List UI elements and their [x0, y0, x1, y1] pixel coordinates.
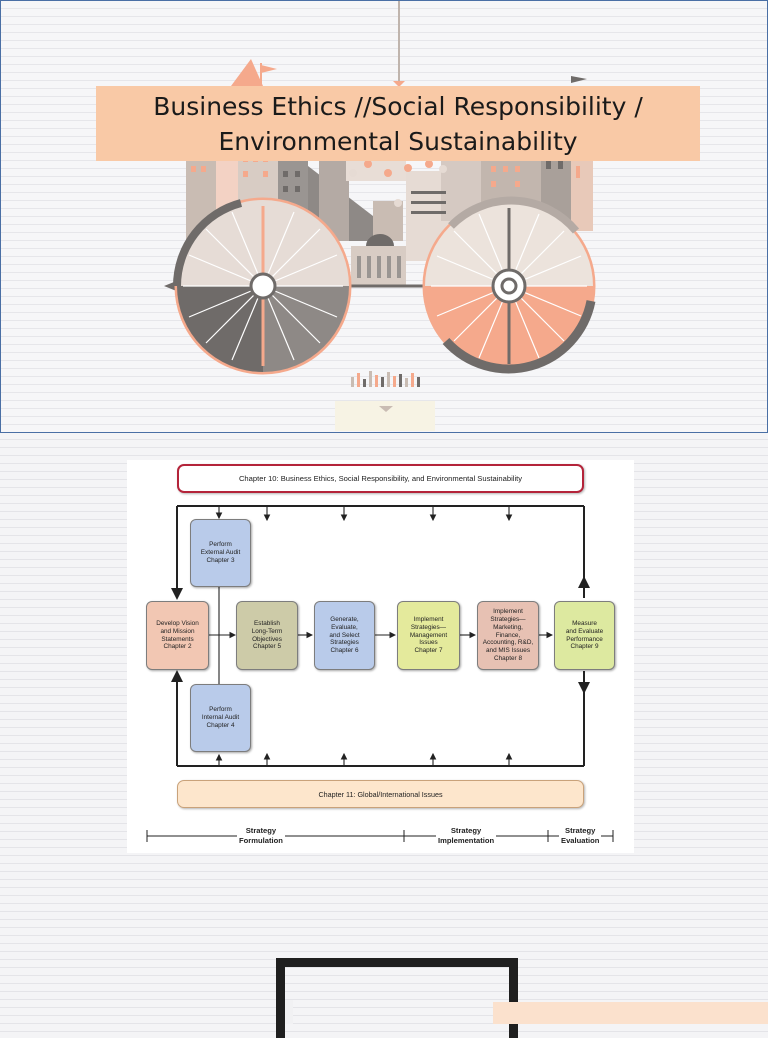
title-slide: Business Ethics //Social Responsibility … — [0, 0, 768, 433]
footer-bars — [335, 371, 435, 431]
measure-performance-box: Measure and Evaluate Performance Chapter… — [554, 601, 615, 670]
implement-management-box: Implement Strategies— Management Issues … — [397, 601, 460, 670]
diagram-connectors — [146, 505, 614, 842]
title-line-2: Environmental Sustainability — [218, 126, 578, 156]
phase-formulation: Strategy Formulation — [237, 826, 285, 845]
implement-marketing-box: Implement Strategies— Marketing, Finance… — [477, 601, 539, 670]
chapter-11-banner: Chapter 11: Global/International Issues — [177, 780, 584, 808]
right-wheel — [422, 196, 596, 374]
next-slide-frame-gap — [285, 1000, 293, 1024]
city-bicycle-illustration — [164, 1, 596, 431]
vision-mission-box: Develop Vision and Mission Statements Ch… — [146, 601, 209, 670]
next-slide-accent — [493, 1002, 768, 1024]
strategic-management-model-diagram: Chapter 10: Business Ethics, Social Resp… — [127, 460, 634, 853]
internal-audit-box: Perform Internal Audit Chapter 4 — [190, 684, 251, 752]
phase-implementation: Strategy Implementation — [436, 826, 497, 845]
title-line-1: Business Ethics //Social Responsibility … — [153, 91, 643, 121]
chapter-10-banner: Chapter 10: Business Ethics, Social Resp… — [177, 464, 584, 493]
external-audit-box: Perform External Audit Chapter 3 — [190, 519, 251, 587]
title-banner: Business Ethics //Social Responsibility … — [96, 86, 700, 161]
long-term-objectives-box: Establish Long-Term Objectives Chapter 5 — [236, 601, 298, 670]
phase-evaluation: Strategy Evaluation — [559, 826, 602, 845]
generate-strategies-box: Generate, Evaluate, and Select Strategie… — [314, 601, 375, 670]
next-slide-frame — [276, 958, 518, 1038]
left-wheel — [173, 197, 352, 375]
